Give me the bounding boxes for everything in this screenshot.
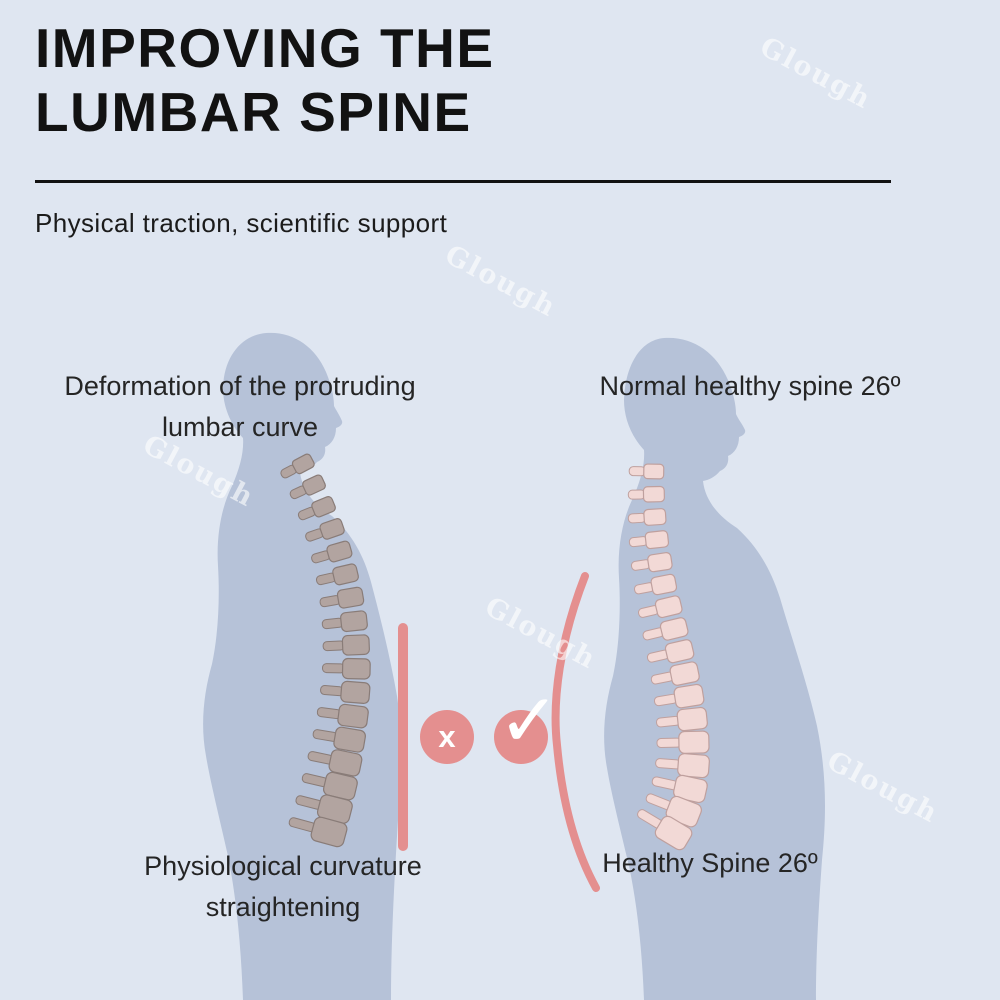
straightening-caption-line2: straightening [205, 892, 361, 922]
healthy-spine-label-text: Normal healthy spine 26º [599, 371, 901, 401]
deformed-spine-label-line2: lumbar curve [161, 412, 319, 442]
check-icon: ✓ [498, 678, 561, 764]
healthy-spine-label: Normal healthy spine 26º [545, 366, 955, 407]
right-body-silhouette [604, 337, 825, 1000]
title-divider [35, 180, 891, 183]
cross-icon: x [438, 719, 456, 754]
straightening-caption: Physiological curvature straightening [83, 846, 483, 928]
healthy-spine-caption-text: Healthy Spine 26º [602, 848, 818, 878]
page-subtitle: Physical traction, scientific support [35, 208, 448, 238]
page-title: IMPROVING THE LUMBAR SPINE [35, 16, 495, 144]
check-badge: ✓ [494, 684, 560, 764]
cross-badge: x [420, 710, 474, 764]
deformed-spine-label-line1: Deformation of the protruding [64, 371, 416, 401]
page-title-line2: LUMBAR SPINE [35, 81, 472, 143]
left-body-silhouette [203, 332, 402, 1000]
deformed-spine-graphic [280, 453, 371, 848]
healthy-spine-graphic [627, 463, 710, 851]
page-title-line1: IMPROVING THE [35, 17, 495, 79]
deformed-spine-label: Deformation of the protruding lumbar cur… [40, 366, 440, 448]
straightening-caption-line1: Physiological curvature [144, 851, 422, 881]
header: IMPROVING THE LUMBAR SPINE [35, 16, 495, 144]
healthy-curve-indicator-line [551, 572, 600, 892]
healthy-spine-caption: Healthy Spine 26º [510, 843, 910, 884]
